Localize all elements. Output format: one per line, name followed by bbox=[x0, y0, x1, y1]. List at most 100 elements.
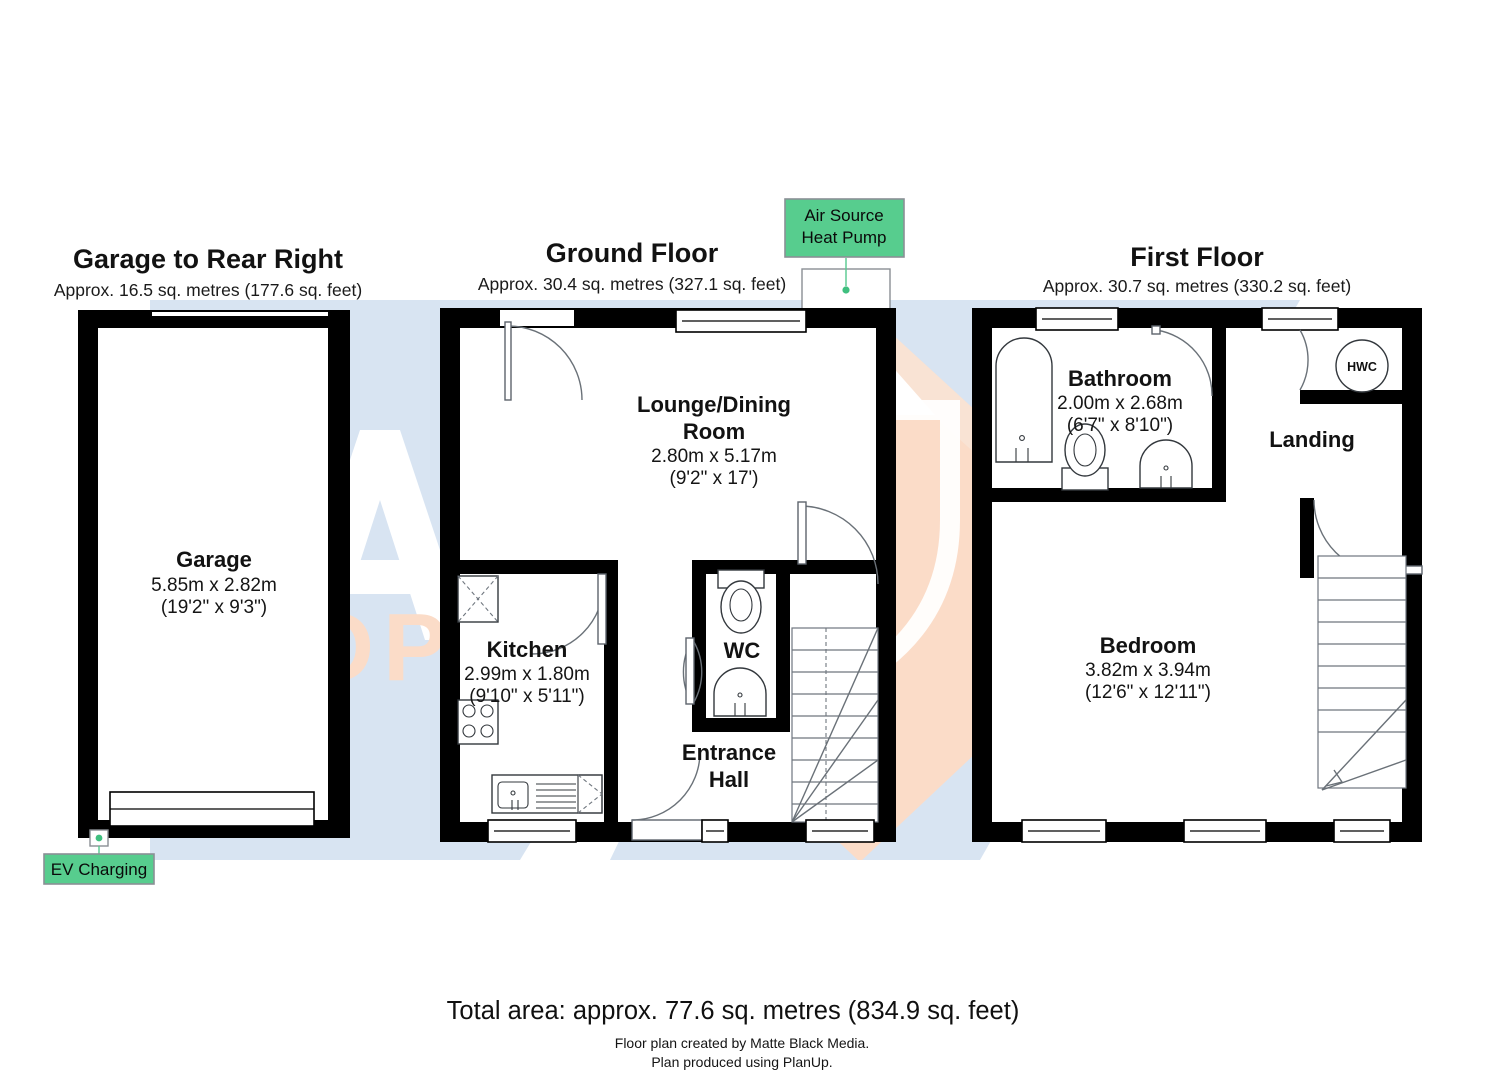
block-garage: Garage to Rear Right Approx. 16.5 sq. me… bbox=[54, 244, 362, 858]
room-metric-bedroom: 3.82m x 3.94m bbox=[1085, 660, 1211, 681]
room-name-bedroom: Bedroom bbox=[1100, 633, 1197, 658]
room-label-wc: WC bbox=[724, 638, 761, 663]
room-imperial-garage: (19'2" x 9'3") bbox=[161, 597, 267, 618]
door-kitchen bbox=[531, 573, 607, 655]
wall-bathroom-bottom bbox=[1030, 488, 1226, 502]
room-label-garage: Garage 5.85m x 2.82m (19'2" x 9'3") bbox=[151, 547, 277, 618]
room-imperial-kitchen: (9'10" x 5'11") bbox=[469, 686, 584, 707]
garage-roller-door bbox=[109, 791, 315, 827]
ev-charging-marker bbox=[89, 829, 109, 858]
ground-block-subtitle: Approx. 30.4 sq. metres (327.1 sq. feet) bbox=[478, 274, 786, 294]
ground-internal-walls bbox=[456, 560, 878, 822]
window-hall-small bbox=[701, 819, 729, 843]
room-name-garage: Garage bbox=[176, 547, 252, 572]
room-imperial-lounge: (9'2" x 17') bbox=[670, 468, 759, 489]
window-bathroom-top bbox=[1035, 307, 1119, 331]
room-label-lounge: Lounge/Dining Room 2.80m x 5.17m (9'2" x… bbox=[637, 392, 791, 489]
first-block-title: First Floor bbox=[1130, 242, 1264, 272]
wall-hwc-bottom bbox=[1300, 390, 1422, 404]
hwc-label: HWC bbox=[1347, 360, 1377, 374]
window-lounge-top bbox=[675, 309, 807, 333]
wall-wc-top bbox=[692, 560, 790, 574]
room-imperial-bathroom: (6'7" x 8'10") bbox=[1067, 415, 1173, 436]
door-wc bbox=[682, 637, 703, 705]
garage-block-title: Garage to Rear Right bbox=[73, 244, 343, 274]
wall-kitchen-top bbox=[456, 560, 616, 574]
room-name-kitchen: Kitchen bbox=[487, 637, 568, 662]
room-name-landing: Landing bbox=[1269, 427, 1355, 452]
room-name-lounge: Lounge/Dining bbox=[637, 392, 791, 417]
room-metric-lounge: 2.80m x 5.17m bbox=[651, 446, 777, 467]
first-wall-right bbox=[1402, 308, 1422, 842]
room-metric-bathroom: 2.00m x 2.68m bbox=[1057, 393, 1183, 414]
wall-hwc-corner bbox=[1300, 390, 1314, 404]
basin-icon-bathroom bbox=[1139, 439, 1193, 489]
toilet-icon bbox=[1061, 423, 1109, 491]
garage-wall-right bbox=[328, 310, 350, 838]
room-name-lounge-2: Room bbox=[683, 419, 745, 444]
window-landing-top bbox=[1261, 307, 1339, 331]
window-kitchen-bottom bbox=[487, 819, 577, 843]
staircase-ground bbox=[791, 627, 879, 823]
window-hall-bottom bbox=[805, 819, 875, 843]
garage-shell bbox=[78, 310, 350, 838]
room-name-hall: Entrance bbox=[682, 740, 776, 765]
footer: Total area: approx. 77.6 sq. metres (834… bbox=[447, 997, 1020, 1070]
badge-heat-pump-line2: Heat Pump bbox=[801, 228, 886, 247]
kitchen-fittings bbox=[457, 575, 603, 814]
hob-icon bbox=[457, 699, 499, 745]
room-name-wc: WC bbox=[724, 638, 761, 663]
window-bedroom-left bbox=[1021, 819, 1107, 843]
first-block-subtitle: Approx. 30.7 sq. metres (330.2 sq. feet) bbox=[1043, 276, 1351, 296]
ground-wall-right bbox=[876, 308, 896, 842]
first-wall-left bbox=[972, 308, 992, 842]
room-label-entrance-hall: Entrance Hall bbox=[682, 740, 776, 792]
room-label-landing: Landing bbox=[1269, 427, 1355, 452]
badge-ev-charging-label: EV Charging bbox=[51, 860, 147, 879]
wall-wc-bottom bbox=[692, 718, 790, 732]
garage-wall-left bbox=[78, 310, 98, 838]
credit-line-1: Floor plan created by Matte Black Media. bbox=[615, 1035, 869, 1051]
wall-bathroom-right-top bbox=[1212, 326, 1226, 410]
badge-ev-charging[interactable]: EV Charging bbox=[43, 853, 155, 885]
heat-pump-unit bbox=[801, 258, 891, 312]
hwc-cupboard: HWC bbox=[1335, 339, 1389, 393]
first-internal-walls bbox=[972, 326, 1422, 578]
door-lounge-hall bbox=[797, 501, 879, 585]
room-name-bathroom: Bathroom bbox=[1068, 366, 1172, 391]
room-name-hall-2: Hall bbox=[709, 767, 749, 792]
door-hwc bbox=[1299, 329, 1309, 391]
wall-wc-right bbox=[776, 560, 790, 732]
badge-heat-pump-line1: Air Source bbox=[804, 206, 883, 225]
ground-bottom-openings bbox=[487, 751, 875, 843]
block-first-floor: First Floor Approx. 30.7 sq. metres (330… bbox=[972, 242, 1423, 843]
door-bathroom bbox=[1151, 325, 1213, 397]
window-bedroom-right bbox=[1183, 819, 1267, 843]
wall-kitchen-right bbox=[604, 560, 618, 822]
wall-stair-top bbox=[786, 560, 878, 574]
first-bottom-openings bbox=[1021, 819, 1391, 843]
door-lounge-top bbox=[504, 321, 583, 401]
total-area-text: Total area: approx. 77.6 sq. metres (834… bbox=[447, 997, 1020, 1025]
room-label-kitchen: Kitchen 2.99m x 1.80m (9'10" x 5'11") bbox=[464, 637, 590, 707]
first-top-openings bbox=[1035, 307, 1339, 331]
badge-air-source-heat-pump[interactable]: Air Source Heat Pump bbox=[784, 198, 905, 258]
basin-icon bbox=[713, 667, 767, 717]
room-label-bedroom: Bedroom 3.82m x 3.94m (12'6" x 12'11") bbox=[1085, 633, 1211, 703]
ground-block-title: Ground Floor bbox=[546, 238, 719, 268]
garage-block-subtitle: Approx. 16.5 sq. metres (177.6 sq. feet) bbox=[54, 280, 362, 300]
wc-fittings bbox=[713, 569, 767, 717]
room-label-bathroom: Bathroom 2.00m x 2.68m (6'7" x 8'10") bbox=[1057, 366, 1183, 436]
bathroom-fittings bbox=[995, 337, 1193, 491]
ground-top-openings bbox=[500, 309, 807, 333]
ground-wall-left bbox=[440, 308, 460, 842]
wall-bathroom-left-bottom bbox=[972, 488, 1042, 502]
wall-wc-left bbox=[692, 560, 706, 732]
credit-line-2: Plan produced using PlanUp. bbox=[651, 1054, 832, 1070]
block-ground-floor: Ground Floor Approx. 30.4 sq. metres (32… bbox=[440, 238, 896, 843]
wall-bathroom-right bbox=[1212, 400, 1226, 502]
room-imperial-bedroom: (12'6" x 12'11") bbox=[1085, 682, 1211, 703]
room-metric-kitchen: 2.99m x 1.80m bbox=[464, 664, 590, 685]
